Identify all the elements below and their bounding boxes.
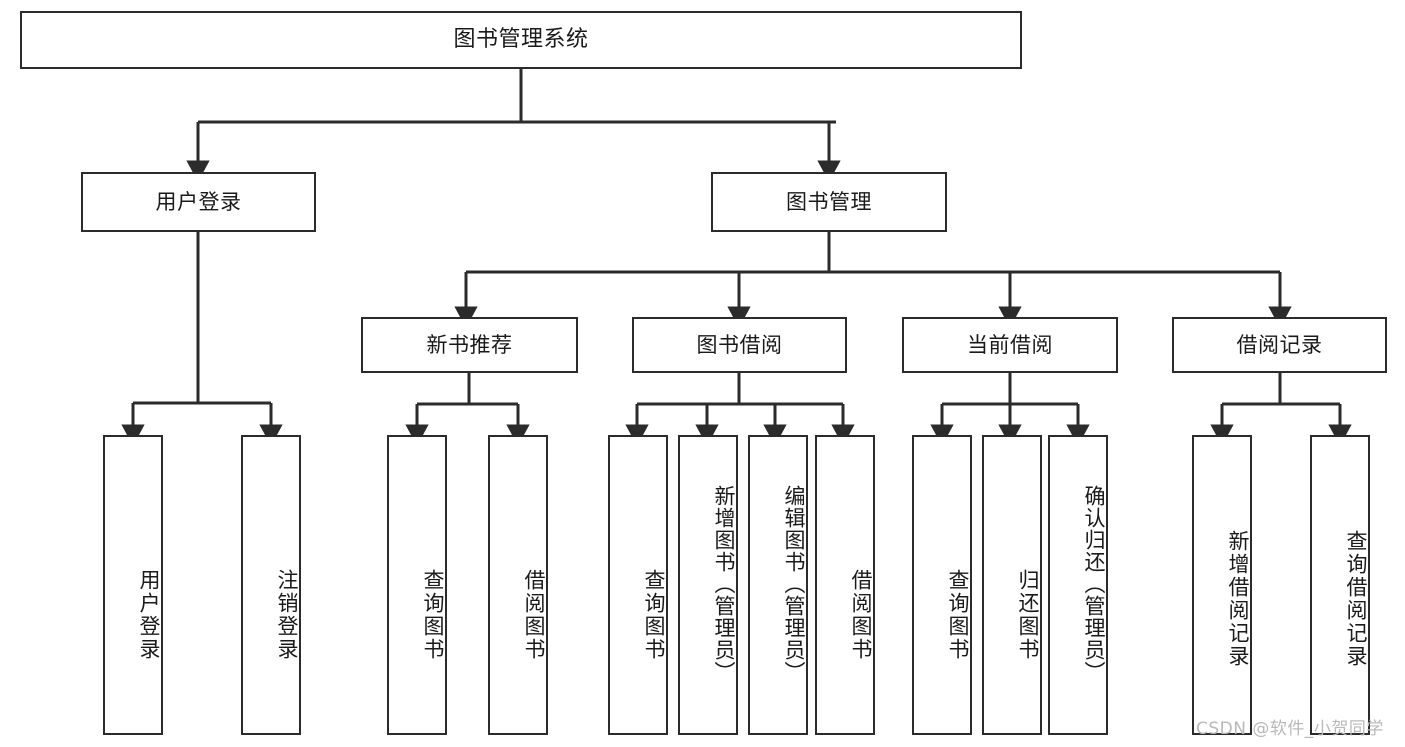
node-label: 图书管理 [786,189,872,214]
node-borrow-record[interactable]: 借阅记录 [1172,317,1387,373]
node-label: 图书管理系统 [453,27,589,53]
node-label: 借阅图书 [849,569,873,661]
node-label: 图书借阅 [696,332,783,357]
leaf-current-confirm-return-admin[interactable]: 确认归还（管理员） [1048,435,1108,735]
node-label: 查询图书 [642,569,666,661]
node-label: 查询借阅记录 [1344,530,1368,668]
leaf-current-query-book[interactable]: 查询图书 [912,435,972,735]
node-label: 归还图书 [1016,569,1040,661]
node-new-book-recommend[interactable]: 新书推荐 [361,317,578,373]
node-current-borrow[interactable]: 当前借阅 [902,317,1118,373]
node-label: 借阅图书 [522,569,546,661]
leaf-record-add-borrow-record[interactable]: 新增借阅记录 [1192,435,1252,735]
node-label: 新增图书（管理员） [712,485,736,683]
leaf-borrow-edit-book-admin[interactable]: 编辑图书（管理员） [748,435,808,735]
leaf-record-query-borrow-record[interactable]: 查询借阅记录 [1310,435,1370,735]
node-label: 确认归还（管理员） [1082,485,1106,683]
leaf-borrow-query-book[interactable]: 查询图书 [608,435,668,735]
leaf-user-login-logout[interactable]: 注销登录 [241,435,301,735]
node-book-borrow[interactable]: 图书借阅 [632,317,847,373]
node-book-management[interactable]: 图书管理 [711,172,947,232]
node-root-book-management-system[interactable]: 图书管理系统 [20,11,1022,69]
node-label: 编辑图书（管理员） [782,485,806,683]
node-label: 新增借阅记录 [1226,530,1250,668]
node-label: 新书推荐 [426,332,513,357]
node-label: 当前借阅 [967,332,1053,357]
csdn-watermark: CSDN @软件_小贺同学 [1196,719,1384,739]
node-label: 查询图书 [946,569,970,661]
leaf-user-login-login[interactable]: 用户登录 [103,435,163,735]
node-label: 借阅记录 [1236,332,1323,357]
leaf-recommend-query-book[interactable]: 查询图书 [387,435,447,735]
leaf-borrow-borrow-book[interactable]: 借阅图书 [815,435,875,735]
node-label: 用户登录 [155,189,242,214]
leaf-borrow-add-book-admin[interactable]: 新增图书（管理员） [678,435,738,735]
node-label: 用户登录 [137,569,161,661]
leaf-current-return-book[interactable]: 归还图书 [982,435,1042,735]
node-label: 查询图书 [421,569,445,661]
node-user-login[interactable]: 用户登录 [81,172,316,232]
node-label: 注销登录 [275,569,299,661]
leaf-recommend-borrow-book[interactable]: 借阅图书 [488,435,548,735]
